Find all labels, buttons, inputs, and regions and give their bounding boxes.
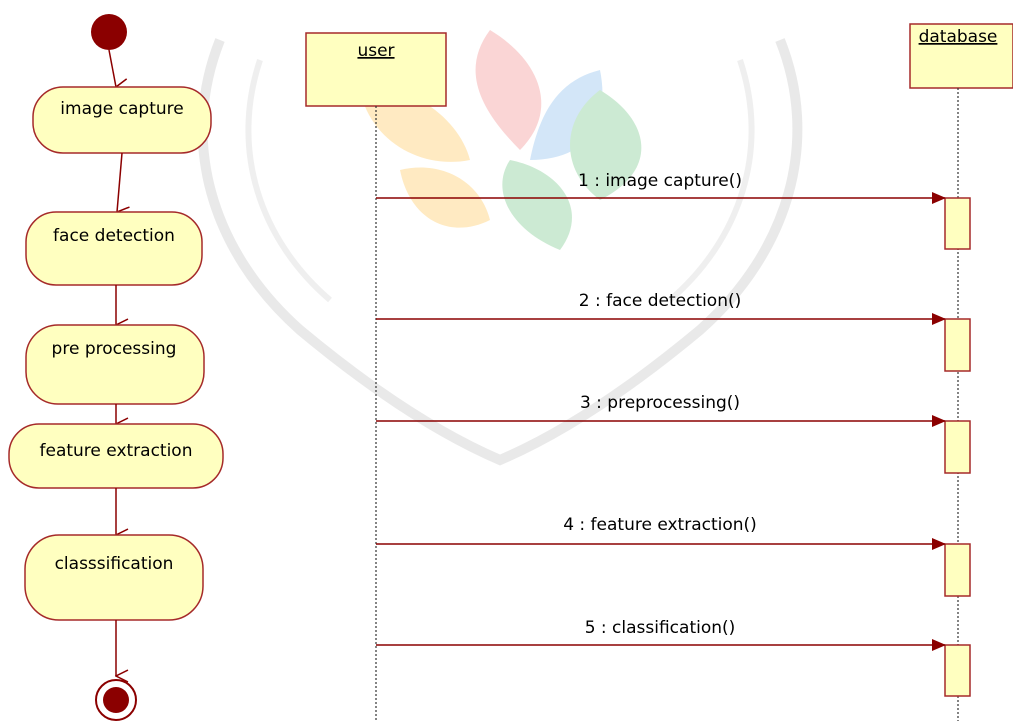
watermark-logo: [197, 30, 803, 466]
initial-node: [91, 14, 127, 50]
activity-node-label: image capture: [60, 99, 183, 119]
message-label: 3 : preprocessing(): [580, 393, 740, 413]
activity-node-label: classsification: [55, 554, 174, 574]
message-label: 4 : feature extraction(): [563, 515, 757, 535]
message-label: 5 : classification(): [585, 618, 736, 638]
activity-node-image-capture: [32, 86, 212, 154]
activation-bar: [944, 420, 971, 474]
lifeline-head-user: [305, 32, 447, 107]
activation-bar: [944, 543, 971, 597]
activity-node-label: feature extraction: [40, 441, 193, 461]
activity-node-label: pre processing: [52, 339, 177, 359]
activity-node-pre-processing: [25, 324, 205, 405]
message-label: 2 : face detection(): [579, 291, 742, 311]
activity-flow-arrow: [117, 152, 122, 212]
activity-flow-arrow: [108, 49, 116, 87]
lifeline-label-user: user: [357, 41, 394, 61]
sequence-diagram: user database 1 : image capture() 2 : fa…: [305, 23, 1013, 721]
activity-node-classification: [24, 534, 204, 621]
lifeline-head-database: [909, 23, 1013, 89]
activity-node-label: face detection: [53, 226, 175, 246]
lifeline-label-database: database: [919, 27, 998, 47]
activity-node-face-detection: [25, 211, 203, 286]
message-label: 1 : image capture(): [578, 171, 742, 191]
activity-diagram: image capture face detection pre process…: [8, 14, 224, 721]
activation-bar: [944, 197, 971, 250]
activation-bar: [944, 318, 971, 372]
activation-bar: [944, 644, 971, 697]
final-node: [95, 679, 137, 721]
